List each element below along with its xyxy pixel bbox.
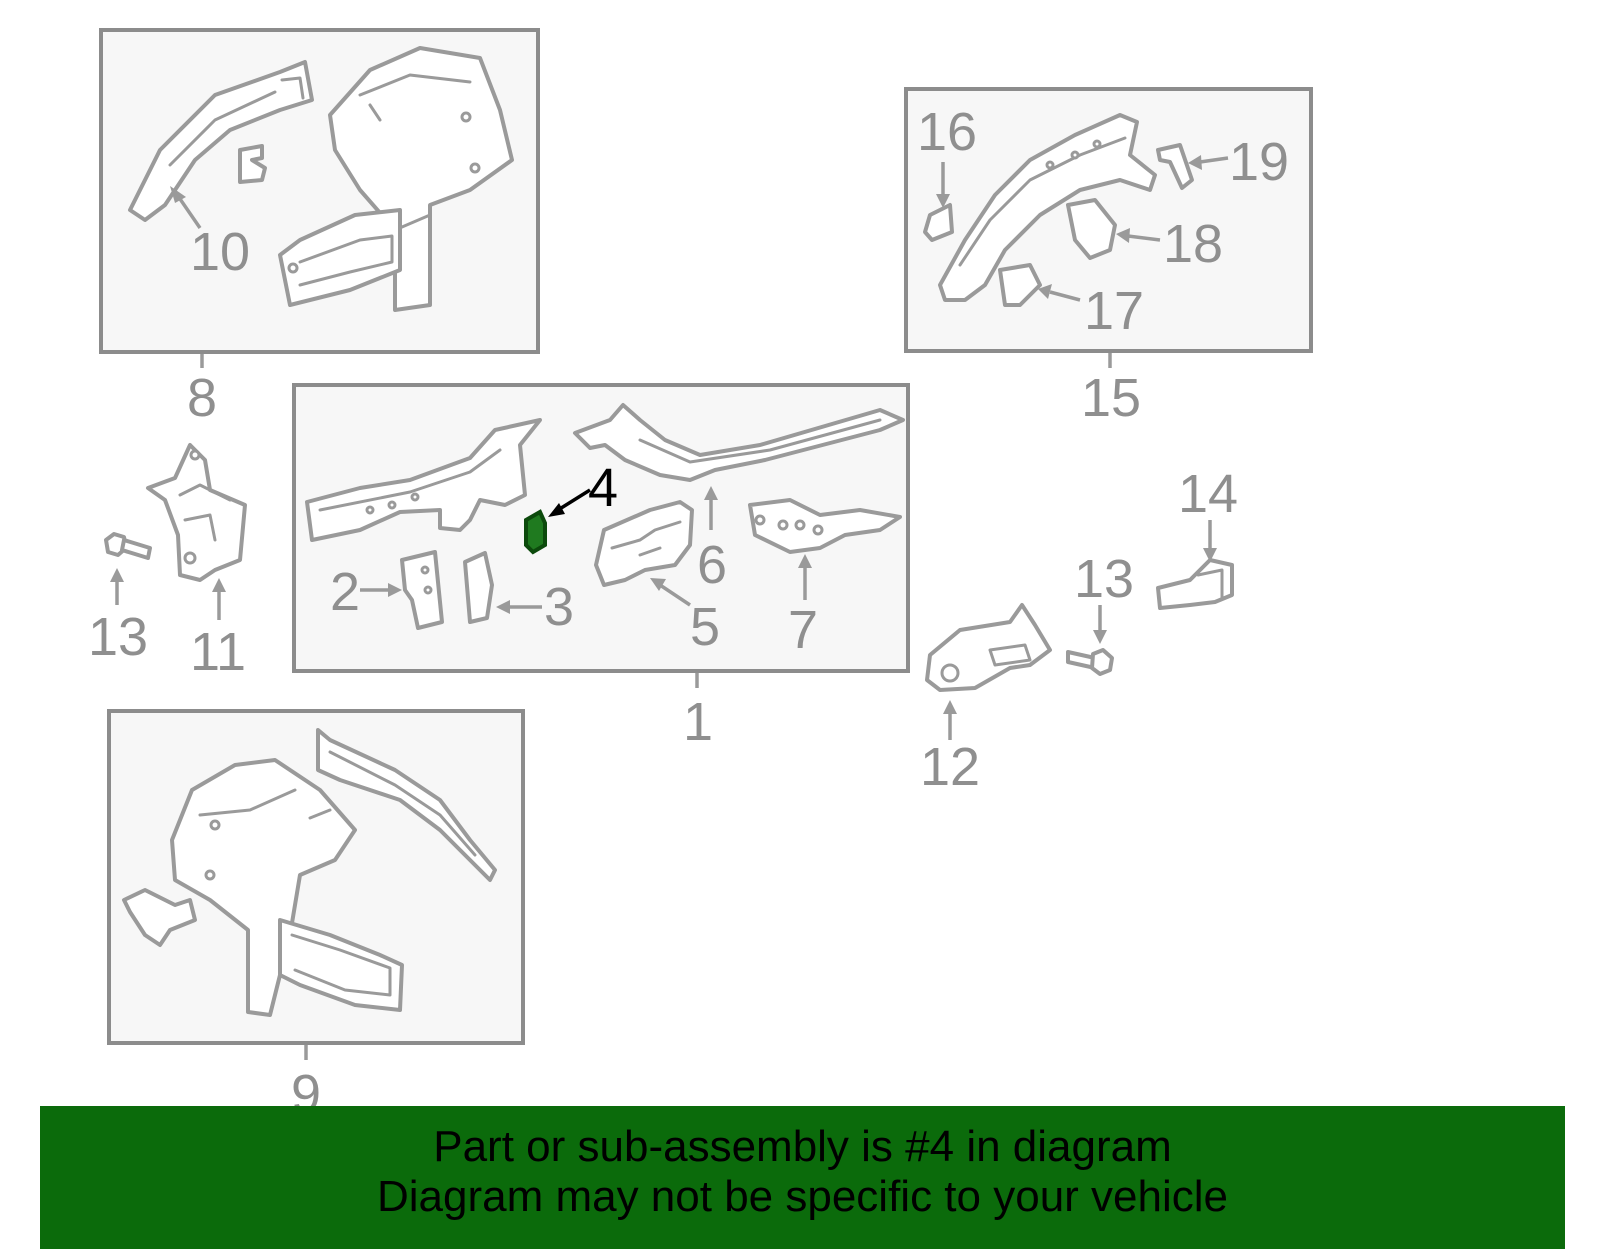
callout-4: 4 [588,458,618,518]
callout-7: 7 [788,600,818,660]
callout-19: 19 [1229,132,1289,192]
callout-5: 5 [690,597,720,657]
banner-line-2: Diagram may not be specific to your vehi… [376,1172,1229,1221]
bolt-13-left [104,532,152,560]
banner-line-1: Part or sub-assembly is #4 in diagram [433,1122,1172,1171]
callout-3: 3 [544,577,574,637]
callout-10: 10 [190,222,250,282]
part-12 [925,603,1052,692]
assembly-box-9 [107,709,525,1045]
callout-14: 14 [1178,464,1238,524]
part-4-highlight [524,509,547,555]
info-banner: Part or sub-assembly is #4 in diagram Di… [40,1106,1565,1249]
callout-13-right: 13 [1074,549,1134,609]
callout-17: 17 [1084,281,1144,341]
part-11 [146,443,247,582]
part-14 [1156,558,1234,610]
assembly-box-15 [904,87,1313,353]
callout-1: 1 [683,692,713,752]
callout-15: 15 [1081,368,1141,428]
assembly-box-1 [292,383,910,673]
callout-11: 11 [190,622,246,682]
callout-12: 12 [920,737,980,797]
assembly-box-8 [99,28,540,354]
callout-8: 8 [187,368,217,428]
bolt-13-right [1066,648,1114,676]
callout-18: 18 [1163,214,1223,274]
callout-6: 6 [697,535,727,595]
callout-16: 16 [917,102,977,162]
callout-13-left: 13 [88,607,148,667]
callout-2: 2 [330,562,360,622]
